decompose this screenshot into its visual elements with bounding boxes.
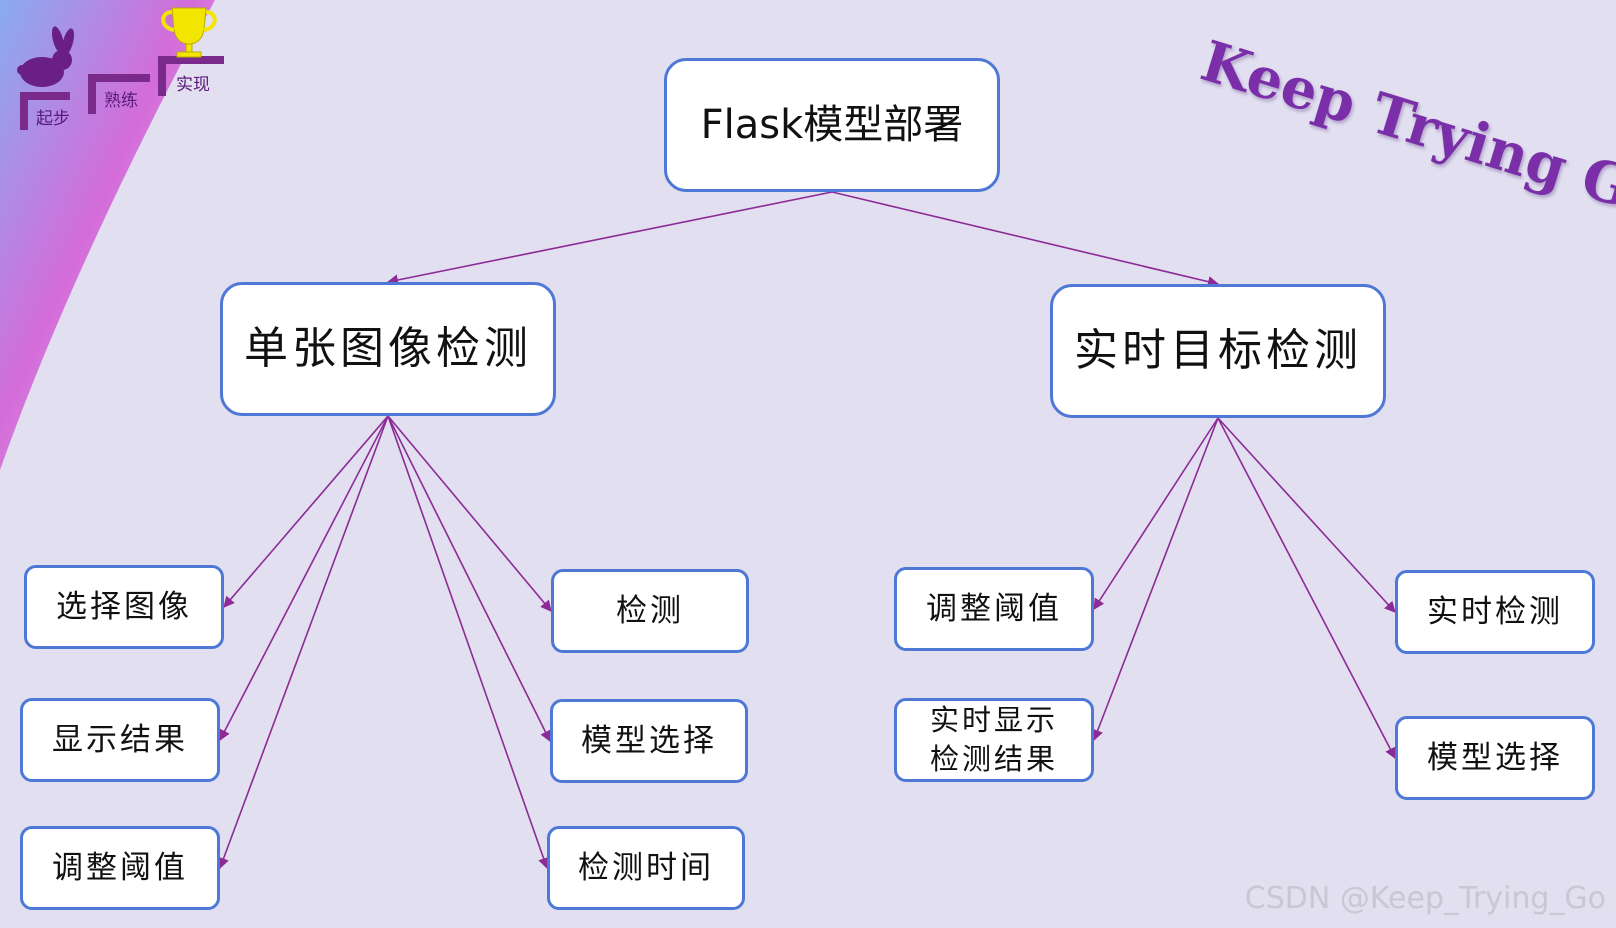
connector-leaf-node-select-image (223, 415, 389, 608)
leaf-node-select-image: 选择图像 (24, 565, 224, 649)
logo-step-label-2: 熟练 (104, 91, 138, 111)
leaf-node-detect: 检测 (551, 569, 749, 653)
rabbit-icon (17, 26, 75, 87)
leaf-node-detect-time: 检测时间 (547, 826, 745, 910)
leaf-label: 模型选择 (581, 722, 717, 759)
connector-leaf-node-rt-detect (1217, 417, 1396, 613)
leaf-label: 调整阈值 (52, 849, 188, 886)
leaf-label: 实时检测 (1427, 593, 1563, 630)
connector-leaf-node-detect-time (387, 415, 549, 870)
leaf-node-rt-model-select: 模型选择 (1395, 716, 1595, 800)
leaf-label: 模型选择 (1427, 739, 1563, 776)
leaf-node-model-select: 模型选择 (550, 699, 748, 783)
leaf-label: 选择图像 (56, 588, 192, 625)
logo-step-label-1: 起步 (36, 109, 70, 129)
leaf-node-show-result: 显示结果 (20, 698, 220, 782)
trophy-icon (161, 7, 217, 58)
background-swoosh (0, 0, 215, 470)
connector-leaf-node-rt-model-select (1217, 417, 1396, 759)
branch-label: 实时目标检测 (1074, 325, 1362, 377)
leaf-node-rt-detect: 实时检测 (1395, 570, 1595, 654)
connector-leaf-node-detect (387, 415, 552, 612)
connector-leaf-node-rt-adjust-threshold (1093, 417, 1219, 610)
leaf-label: 检测 (616, 592, 684, 629)
leaf-node-rt-show-result: 实时显示检测结果 (894, 698, 1094, 782)
logo-step-3 (158, 56, 224, 96)
connector-leaf-node-model-select (387, 415, 551, 743)
root-node: Flask模型部署 (664, 58, 1000, 192)
branch-node-realtime: 实时目标检测 (1050, 284, 1386, 418)
leaf-label: 调整阈值 (926, 590, 1062, 627)
branch-node-single-image: 单张图像检测 (220, 282, 556, 416)
connector-leaf-node-rt-show-result (1092, 417, 1219, 742)
connector-lines (218, 191, 1396, 870)
connector-leaf-node-show-result (219, 415, 389, 741)
logo (17, 7, 224, 130)
branch-label: 单张图像检测 (244, 323, 532, 375)
root-label: Flask模型部署 (700, 102, 964, 148)
connector-leaf-node-adjust-threshold (218, 415, 389, 870)
leaf-label: 检测时间 (578, 849, 714, 886)
connector-root-to-branch-1 (386, 191, 833, 286)
logo-step-label-3: 实现 (176, 75, 210, 95)
leaf-node-rt-adjust-threshold: 调整阈值 (894, 567, 1094, 651)
logo-step-2 (88, 74, 150, 114)
leaf-label: 显示结果 (52, 721, 188, 758)
footer-credit: CSDN @Keep_Trying_Go (1244, 881, 1606, 916)
logo-step-1 (20, 92, 70, 130)
connector-root-to-branch-2 (831, 191, 1220, 288)
leaf-node-adjust-threshold: 调整阈值 (20, 826, 220, 910)
leaf-label: 实时显示检测结果 (929, 702, 1058, 776)
